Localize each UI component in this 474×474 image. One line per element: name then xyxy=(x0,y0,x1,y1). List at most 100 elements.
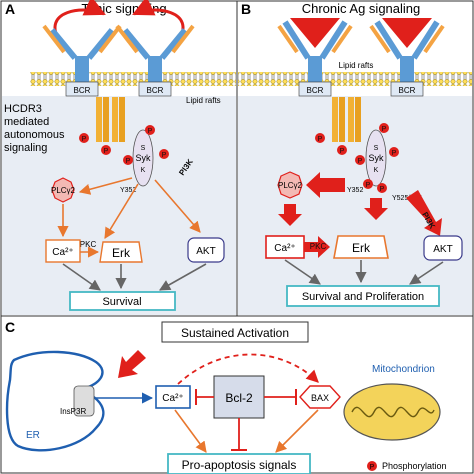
plcy2-label: PLCγ2 xyxy=(278,181,303,190)
bcr-left-a: BCR xyxy=(42,24,122,97)
svg-text:P: P xyxy=(358,158,363,165)
bax-node xyxy=(299,385,341,409)
survival-prolif-box xyxy=(286,285,440,307)
arrow-ca-survival xyxy=(62,263,101,291)
panel-b: B Chronic Ag signaling Lipid rafts BCR B… xyxy=(238,1,472,315)
arrow-syk-plc xyxy=(78,177,133,195)
survival-label: Survival xyxy=(102,296,141,308)
ca-node-a xyxy=(45,239,81,263)
side-note-line-4: signaling xyxy=(4,142,47,154)
arrow-akt-prolif xyxy=(409,261,444,285)
syk-k: K xyxy=(141,167,146,174)
panel-a-letter: A xyxy=(5,1,15,17)
panel-a-title: Tonic signaling xyxy=(81,1,166,16)
svg-text:P: P xyxy=(318,136,323,143)
erk-node-a xyxy=(99,241,143,263)
thick-arrow-syk-plc xyxy=(306,172,345,198)
side-note-line-3: autonomous xyxy=(4,129,65,141)
bcr-right-b: BCR xyxy=(369,20,445,97)
insp3r-label: InsP3R xyxy=(60,407,86,416)
syk-s: S xyxy=(374,145,379,152)
akt-node-a xyxy=(187,237,225,263)
dashed-arrow-ca-bax xyxy=(177,353,319,385)
panel-b-membrane xyxy=(238,72,472,86)
plcy2-label: PLCγ2 xyxy=(51,186,76,195)
phospho-dots-a: P P P P P xyxy=(79,125,169,165)
lipid-rafts-label: Lipid rafts xyxy=(186,96,221,105)
bcr-label: BCR xyxy=(399,86,416,95)
ca-node-b xyxy=(265,235,305,259)
panel-c-letter: C xyxy=(5,319,15,335)
erk-label: Erk xyxy=(112,246,131,260)
survival-prolif-label: Survival and Proliferation xyxy=(302,291,424,303)
apoptosis-label: Pro-apoptosis signals xyxy=(182,458,297,472)
survival-box-a xyxy=(69,291,176,311)
bcl2-label: Bcl-2 xyxy=(225,391,253,405)
svg-text:P: P xyxy=(126,158,131,165)
cd79-chains-b xyxy=(332,97,361,142)
antigen-right xyxy=(382,18,432,48)
akt-node-b xyxy=(423,235,463,261)
mitochondrion-label: Mitochondrion xyxy=(372,364,435,375)
thick-arrow-ca-erk xyxy=(304,236,330,258)
svg-text:P: P xyxy=(162,152,167,159)
syk-k: K xyxy=(374,167,379,174)
arrow-ca-prolif xyxy=(284,259,321,285)
bax-label: BAX xyxy=(311,393,329,403)
svg-text:P: P xyxy=(382,126,387,133)
cd79-chains-a xyxy=(96,97,125,142)
pkc-label: PKC xyxy=(80,240,97,249)
plcy2-node-a xyxy=(51,177,75,203)
plcy2-node-b xyxy=(277,171,303,199)
svg-text:P: P xyxy=(340,148,345,155)
arrow-akt-survival xyxy=(159,263,207,291)
er-outline xyxy=(5,350,105,452)
bcr-label: BCR xyxy=(147,86,164,95)
bcr-left-b: BCR xyxy=(277,20,353,97)
svg-text:P: P xyxy=(82,136,87,143)
ca-label: Ca²⁺ xyxy=(52,247,73,258)
lipid-rafts-label-b: Lipid rafts xyxy=(339,61,374,70)
ca-node-c xyxy=(155,385,191,409)
erk-node-b xyxy=(333,235,389,259)
sustained-activation-label: Sustained Activation xyxy=(181,326,289,340)
svg-text:P: P xyxy=(104,148,109,155)
side-note-line-2: mediated xyxy=(4,116,49,128)
arrow-bax-apoptosis xyxy=(275,409,319,453)
thick-arrow-to-er xyxy=(118,350,146,378)
y352-label: Y352 xyxy=(120,187,136,194)
panel-c: C Sustained Activation ER InsP3R Ca²⁺ Bc… xyxy=(5,319,447,474)
antigen-left xyxy=(290,18,340,48)
bcr-label: BCR xyxy=(307,86,324,95)
akt-label: AKT xyxy=(196,246,215,257)
syk-label: Syk xyxy=(135,153,151,163)
side-note-line-1: HCDR3 xyxy=(4,103,42,115)
phospho-dots-b: P P P P P P P xyxy=(315,123,399,193)
mitochondrion xyxy=(343,383,441,441)
bcr-label: BCR xyxy=(74,86,91,95)
arrow-syk-akt xyxy=(154,179,201,233)
thick-arrow-syk-akt xyxy=(406,190,442,236)
panel-b-title: Chronic Ag signaling xyxy=(302,1,421,16)
svg-text:P: P xyxy=(148,128,153,135)
phosphorylation-legend-p: P xyxy=(370,464,375,471)
phosphorylation-legend-label: Phosphorylation xyxy=(382,461,447,471)
thick-arrow-syk-erk xyxy=(364,198,388,220)
er-label: ER xyxy=(26,430,40,441)
svg-text:P: P xyxy=(366,182,371,189)
erk-label: Erk xyxy=(352,241,371,255)
y352-label-b: Y352 xyxy=(347,187,363,194)
insp3r-channel xyxy=(73,385,95,417)
syk-label: Syk xyxy=(368,153,384,163)
sustained-activation-box xyxy=(161,321,309,343)
syk-kinase-b xyxy=(365,129,387,187)
bcr-right-a: BCR xyxy=(115,24,195,97)
panel-a: A Tonic signaling BCR BCR Lipid rafts xyxy=(2,0,236,315)
akt-label: AKT xyxy=(433,244,452,255)
apoptosis-box xyxy=(167,453,311,474)
ca-label-c: Ca²⁺ xyxy=(162,393,183,404)
thick-arrow-plc-ca xyxy=(278,204,302,226)
ca-label: Ca²⁺ xyxy=(274,243,295,254)
arrow-syk-erk xyxy=(104,183,139,239)
